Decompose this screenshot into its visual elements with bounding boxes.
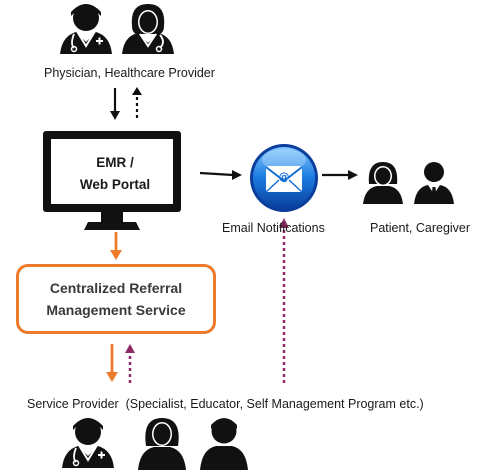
arrow-emr-to-physician bbox=[132, 87, 142, 118]
emr-label: EMR / Web Portal bbox=[52, 152, 178, 196]
crms-label-line1: Centralized Referral bbox=[49, 280, 183, 296]
email-notifications-label: Email Notifications bbox=[222, 221, 325, 235]
user-male-suit-icon bbox=[414, 162, 454, 204]
arrow-emr-to-email bbox=[199, 170, 242, 180]
user-female-icon bbox=[363, 162, 403, 204]
service-provider-label: Service Provider (Specialist, Educator, … bbox=[27, 397, 424, 411]
crms-box: Centralized Referral Management Service bbox=[16, 264, 216, 334]
crms-label-line2: Management Service bbox=[46, 302, 186, 318]
doctor-male-icon bbox=[60, 4, 112, 54]
svg-text:@: @ bbox=[279, 170, 290, 183]
emr-label-line2: Web Portal bbox=[79, 177, 151, 192]
arrow-emr-to-crms bbox=[110, 232, 122, 260]
doctor-male-icon bbox=[62, 418, 114, 468]
emr-label-line1: EMR / bbox=[96, 155, 134, 170]
arrow-service-to-email bbox=[279, 218, 289, 383]
patient-caregiver-label: Patient, Caregiver bbox=[370, 221, 471, 235]
arrow-service-to-crms bbox=[125, 344, 135, 383]
crms-label: Centralized Referral Management Service bbox=[46, 277, 185, 321]
arrow-crms-to-service bbox=[106, 344, 118, 382]
user-male-icon bbox=[200, 418, 248, 470]
arrow-physician-to-emr bbox=[110, 88, 120, 120]
email-icon: @ bbox=[250, 144, 318, 212]
physician-label: Physician, Healthcare Provider bbox=[44, 66, 215, 80]
monitor-icon bbox=[43, 131, 181, 230]
doctor-female-icon bbox=[122, 4, 174, 54]
user-female-hair-icon bbox=[138, 418, 186, 470]
arrow-email-to-patient bbox=[322, 170, 358, 180]
